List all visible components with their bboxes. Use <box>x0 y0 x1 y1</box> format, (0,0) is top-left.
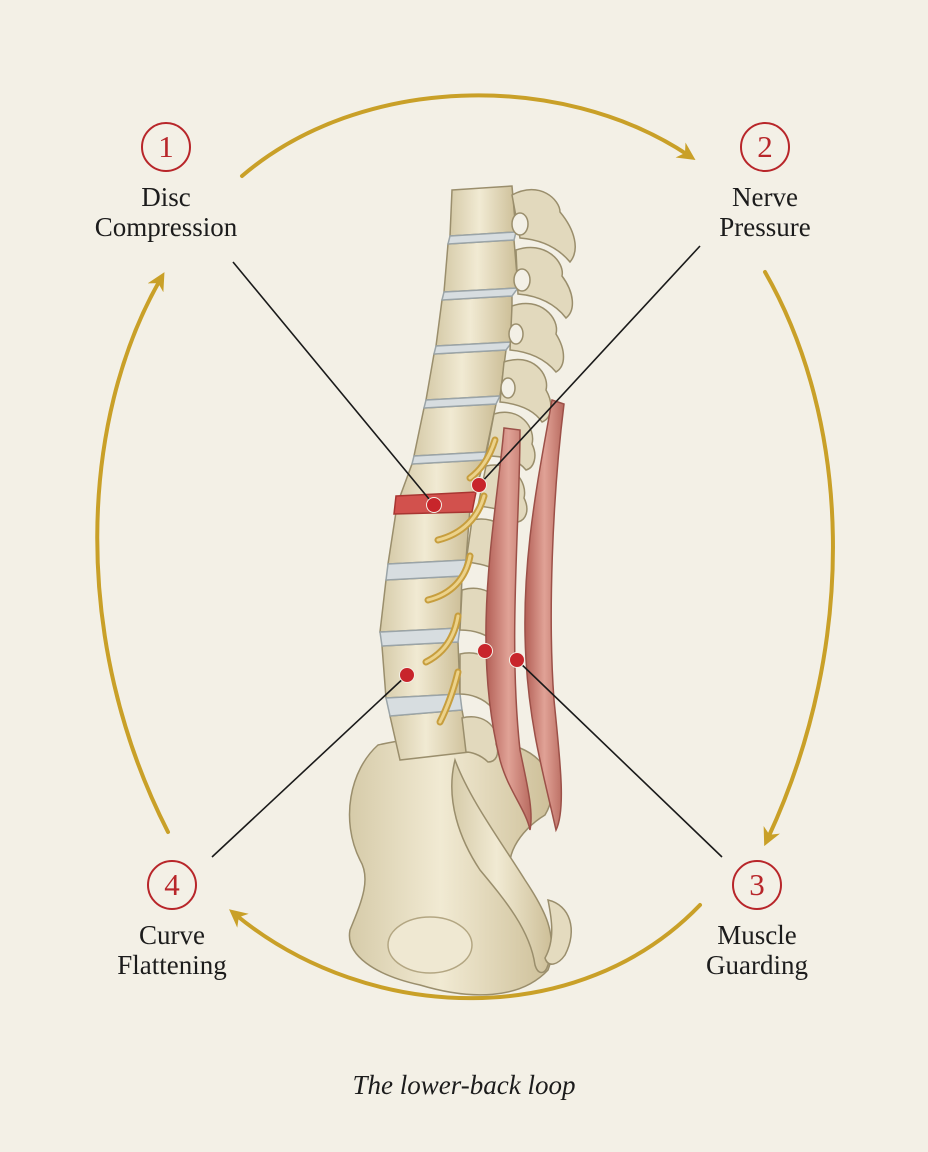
arrow-3-to-4 <box>229 903 702 1001</box>
leader-line-2 <box>478 245 701 486</box>
step-label-line: Muscle <box>717 920 797 950</box>
step-label-line: Compression <box>94 212 238 242</box>
step-label: Disc Compression <box>66 182 266 242</box>
sacrum <box>451 757 553 974</box>
paraspinal-muscle-outer <box>524 399 565 833</box>
step-label-line: Disc <box>141 182 191 212</box>
arrow-1-to-2 <box>240 93 696 178</box>
marker-curve-flattening <box>399 667 415 683</box>
facet-holes <box>500 212 531 399</box>
marker-disc-compression <box>426 497 442 513</box>
step-number-badge: 2 <box>740 122 790 172</box>
step-2: 2 Nerve Pressure <box>665 122 865 242</box>
nerve-roots-highlight <box>424 438 497 724</box>
marker-muscle-guarding-a <box>477 643 493 659</box>
step-label-line: Pressure <box>719 212 811 242</box>
step-number-badge: 3 <box>732 860 782 910</box>
step-label-line: Guarding <box>706 950 808 980</box>
paraspinal-muscle-inner <box>485 427 532 831</box>
step-1: 1 Disc Compression <box>66 122 266 242</box>
step-3: 3 Muscle Guarding <box>657 860 857 980</box>
marker-nerve-pressure <box>471 477 487 493</box>
leader-lines <box>211 245 723 858</box>
obturator-foramen <box>387 916 473 974</box>
step-label: Curve Flattening <box>72 920 272 980</box>
coccyx <box>544 899 573 965</box>
figure-caption: The lower-back loop <box>352 1070 576 1100</box>
arrow-2-to-3 <box>763 270 835 847</box>
markers <box>399 477 525 683</box>
step-label-line: Curve <box>139 920 205 950</box>
step-4: 4 Curve Flattening <box>72 860 272 980</box>
step-label: Nerve Pressure <box>665 182 865 242</box>
step-number-badge: 1 <box>141 122 191 172</box>
step-number-badge: 4 <box>147 860 197 910</box>
leader-line-1 <box>232 261 435 506</box>
step-label-line: Flattening <box>117 950 227 980</box>
cycle-arrows <box>95 93 835 1001</box>
marker-muscle-guarding-b <box>509 652 525 668</box>
leader-line-3 <box>516 659 723 858</box>
arrow-4-to-1 <box>95 272 170 834</box>
step-label: Muscle Guarding <box>657 920 857 980</box>
leader-line-4 <box>211 674 408 858</box>
step-label-line: Nerve <box>732 182 798 212</box>
lumbar-spine-illustration <box>348 185 576 996</box>
